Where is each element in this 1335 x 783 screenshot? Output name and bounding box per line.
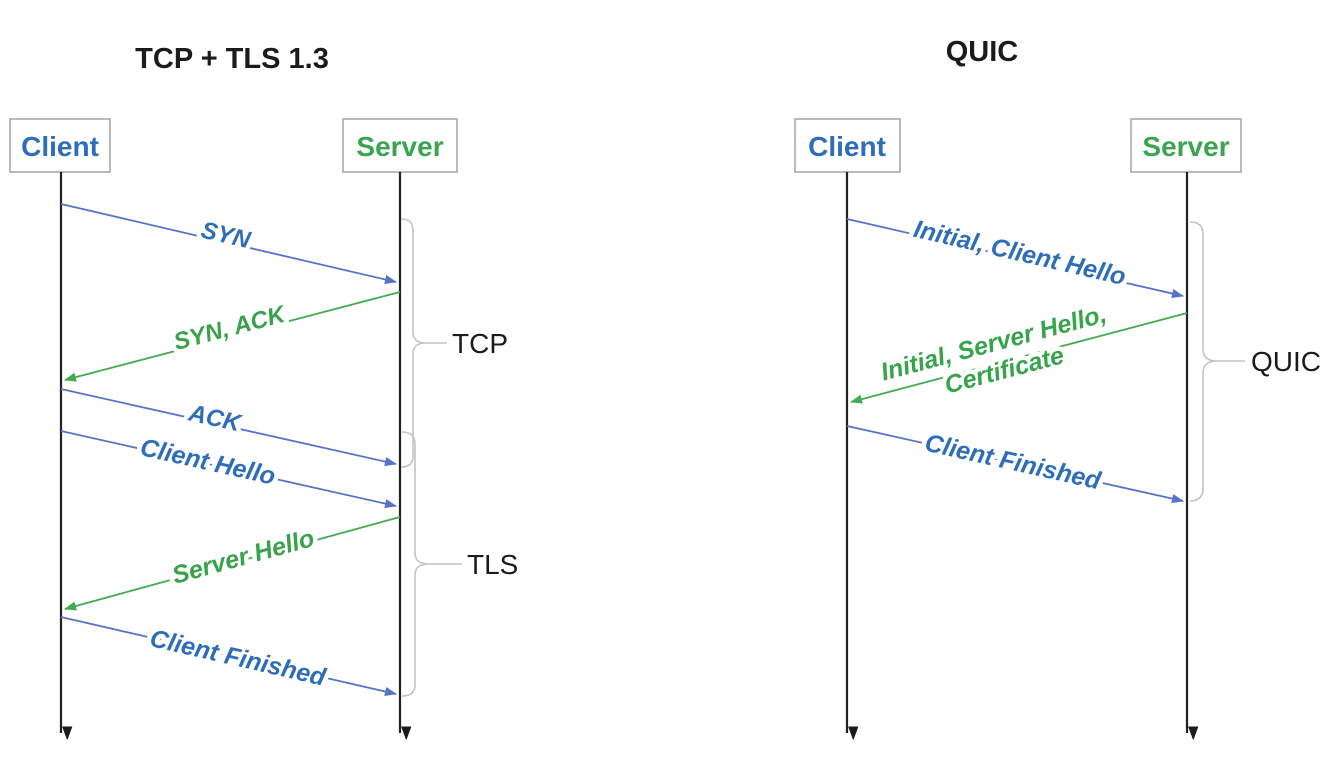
message-initial-server-hello-arrow [849, 312, 1188, 404]
client-actor-label: Client [21, 131, 99, 162]
server-actor-box [342, 118, 458, 173]
message-client-hello-arrow [60, 430, 398, 509]
message-syn-ack-label: SYN, ACK [171, 301, 290, 356]
tcp-phase-label: TCP [452, 328, 508, 359]
client-actor-box [9, 118, 111, 173]
message-client-finished-arrow [60, 616, 398, 697]
client-actor-box [794, 118, 901, 173]
panel-quic: QUIC Client Server QUIC Initial, Client … [794, 36, 1321, 733]
message-syn-arrow [60, 203, 398, 285]
message-ack-arrow [60, 388, 398, 467]
message-client-finished-label: Client Finished [922, 429, 1104, 496]
tls-phase-label: TLS [467, 549, 518, 580]
message-syn-label: SYN [199, 217, 254, 255]
message-initial-client-hello-arrow [846, 218, 1185, 299]
message-server-hello-arrow [63, 516, 401, 611]
panel-title-tcp-tls: TCP + TLS 1.3 [135, 43, 329, 75]
quic-phase-label: QUIC [1251, 346, 1321, 377]
panel-tcp-tls: TCP + TLS 1.3 Client Server TCP TLS SYN … [9, 43, 518, 733]
server-actor-box [1130, 118, 1242, 173]
tls-phase-brace: TLS [401, 431, 518, 697]
tcp-phase-brace: TCP [400, 218, 508, 468]
client-actor-label: Client [808, 131, 886, 162]
message-ack-label: ACK [185, 399, 244, 437]
panel-title-quic: QUIC [946, 36, 1019, 68]
message-client-finished-arrow [846, 425, 1185, 504]
message-client-finished-label: Client Finished [147, 624, 329, 691]
message-server-hello-label: Server Hello [169, 524, 317, 590]
quic-phase-brace: QUIC [1189, 221, 1321, 502]
message-syn-ack-arrow [63, 291, 401, 382]
server-actor-label: Server [356, 131, 443, 162]
message-client-hello-label: Client Hello [138, 433, 278, 490]
message-initial-server-hello-label: Initial, Server Hello, Certificate [878, 298, 1124, 414]
message-initial-client-hello-label: Initial, Client Hello [911, 215, 1128, 291]
server-actor-label: Server [1142, 131, 1229, 162]
